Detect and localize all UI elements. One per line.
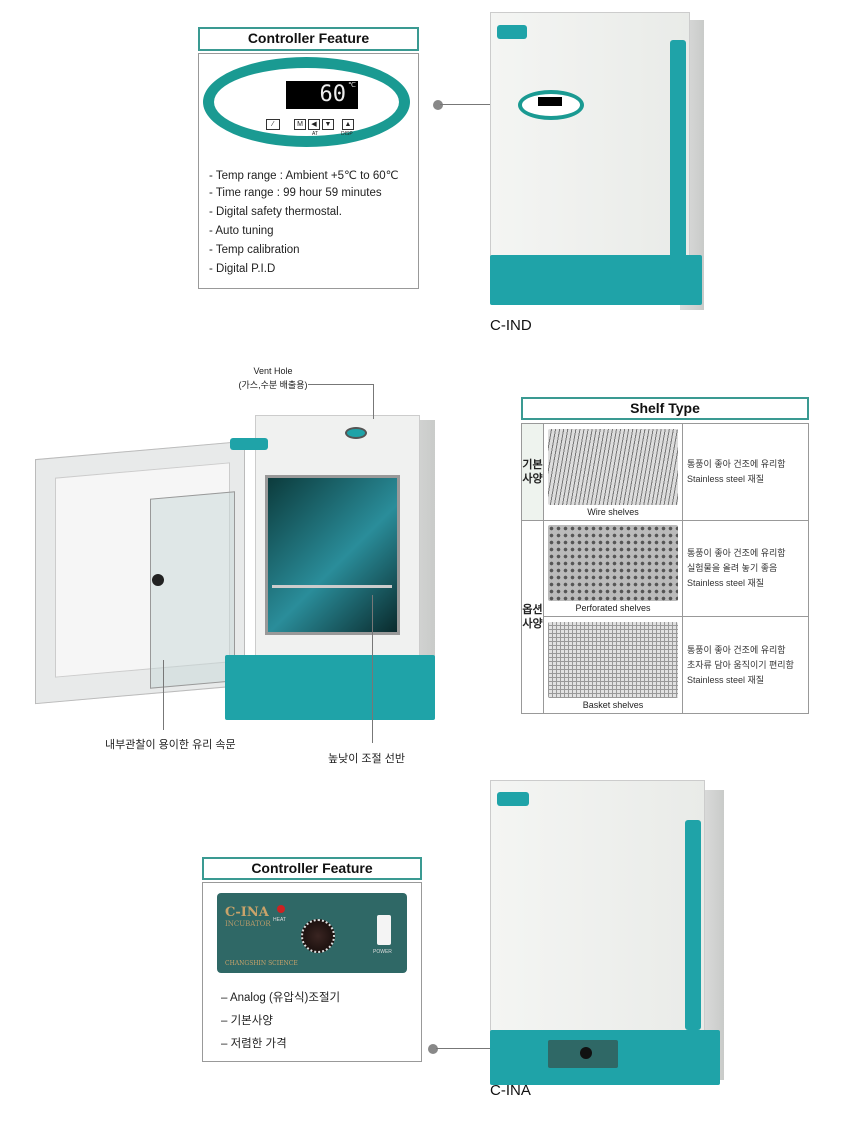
bottom-controller-panel: C-INA INCUBATOR HEAT POWER CHANGSHIN SCI… xyxy=(202,882,422,1062)
top-controller-panel: 60℃ ⁄ M ◀ ▼ ▲ AT DISP - Temp range : Amb… xyxy=(198,53,419,289)
callout-line xyxy=(372,595,373,743)
feature-item: - Time range : 99 hour 59 minutes xyxy=(209,187,382,199)
vent-hole-sublabel: (가스,수분 배출용) xyxy=(238,380,308,390)
shelf-image-cell: Perforated shelves xyxy=(543,519,683,618)
category-standard: 기본사양 xyxy=(521,423,544,521)
callout-line xyxy=(308,384,374,385)
desc-line: 실험물을 올려 놓기 좋음 xyxy=(687,562,778,573)
top-controller-title: Controller Feature xyxy=(198,27,419,51)
model-label-c-ind: C-IND xyxy=(490,317,532,334)
key-down: ▼ xyxy=(322,119,334,130)
desc-line: 통풍이 좋아 건조에 유리함 xyxy=(687,547,786,558)
digital-controller-display: 60℃ ⁄ M ◀ ▼ ▲ AT DISP xyxy=(203,57,410,147)
bottom-controller-title: Controller Feature xyxy=(202,857,422,880)
callout-dot xyxy=(433,100,443,110)
feature-item: – 저렴한 가격 xyxy=(221,1038,287,1050)
wire-shelf-image xyxy=(548,428,678,505)
shelf-name: Basket shelves xyxy=(582,700,644,711)
basket-shelf-image xyxy=(548,622,678,699)
shelf-name: Wire shelves xyxy=(587,506,639,517)
feature-item: - Digital P.I.D xyxy=(209,263,276,275)
desc-line: Stainless steel 재질 xyxy=(687,674,765,685)
heat-lamp-icon xyxy=(277,905,285,913)
shelf-type-table: 기본사양 Wire shelves 통풍이 좋아 건조에 유리함 Stainles… xyxy=(521,423,809,715)
shelf-name: Perforated shelves xyxy=(575,603,651,614)
callout-line xyxy=(163,660,164,730)
feature-item: - Temp calibration xyxy=(209,244,300,256)
desc-line: 통풍이 좋아 건조에 유리함 xyxy=(687,644,786,655)
key-left: ◀ xyxy=(308,119,320,130)
key-m: M xyxy=(294,119,306,130)
display-value: 60 xyxy=(319,82,347,107)
glass-door-label: 내부관찰이 용이한 유리 속문 xyxy=(105,739,236,751)
display-unit: ℃ xyxy=(348,81,356,89)
key-label-disp: DISP xyxy=(341,131,353,137)
feature-item: - Digital safety thermostal. xyxy=(209,206,342,218)
perforated-shelf-image xyxy=(548,525,678,602)
rs-key-icon: ⁄ xyxy=(266,119,280,130)
feature-item: - Temp range : Ambient +5℃ to 60℃ xyxy=(209,170,399,182)
callout-dot xyxy=(428,1044,438,1054)
power-switch-icon xyxy=(377,915,391,945)
key-up: ▲ xyxy=(342,119,354,130)
desc-line: 통풍이 좋아 건조에 유리함 xyxy=(687,458,786,469)
callout-line xyxy=(440,104,520,105)
desc-line: Stainless steel 재질 xyxy=(687,473,765,484)
key-label-at: AT xyxy=(312,131,319,137)
desc-line: 초자류 담아 움직이기 편리함 xyxy=(687,659,794,670)
shelf-image-cell: Wire shelves xyxy=(543,423,683,521)
temperature-readout: 60℃ xyxy=(286,81,358,109)
feature-item: - Auto tuning xyxy=(209,225,274,237)
heat-label: HEAT xyxy=(273,917,286,923)
panel-sub: INCUBATOR xyxy=(225,920,271,928)
power-label: POWER xyxy=(373,949,392,955)
feature-item: – 기본사양 xyxy=(221,1015,273,1027)
category-option: 옵션사양 xyxy=(521,519,544,715)
analog-control-panel: C-INA INCUBATOR HEAT POWER CHANGSHIN SCI… xyxy=(217,893,407,973)
model-label-c-ina: C-INA xyxy=(490,1082,531,1099)
shelf-type-title: Shelf Type xyxy=(521,397,809,420)
feature-item: – Analog (유압식)조절기 xyxy=(221,992,341,1004)
desc-line: Stainless steel 재질 xyxy=(687,577,765,588)
callout-line xyxy=(373,384,374,419)
vent-hole-label: Vent Hole xyxy=(253,366,293,376)
adjustable-shelf-label: 높낮이 조절 선반 xyxy=(328,753,405,765)
table-row: 기본사양 Wire shelves 통풍이 좋아 건조에 유리함 Stainles… xyxy=(521,423,809,521)
panel-brand: C-INA xyxy=(225,905,269,920)
shelf-description: 통풍이 좋아 건조에 유리함 Stainless steel 재질 xyxy=(682,423,809,521)
maker-label: CHANGSHIN SCIENCE xyxy=(225,960,298,967)
shelf-image-cell: Basket shelves xyxy=(543,616,683,714)
temperature-dial-icon xyxy=(301,919,335,953)
